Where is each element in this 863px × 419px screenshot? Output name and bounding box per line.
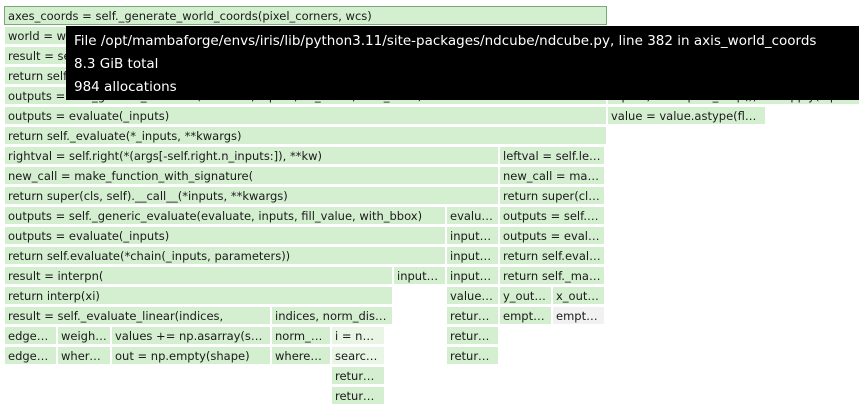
flame-frame[interactable]: new_call = make_function_with_signature( <box>4 166 499 185</box>
flame-frame[interactable]: leftval = self.left(*args[:self.left.n_i… <box>499 146 605 165</box>
flame-frame[interactable]: return _wrapfunc(a, 'searchsorted', v, s… <box>331 366 385 385</box>
flame-frame[interactable]: outputs = self._generic_evaluate(evaluat… <box>499 206 605 225</box>
flame-frame[interactable]: evaluate(_inputs) <box>446 206 499 225</box>
flame-frame[interactable]: value = value.astype(float) <box>607 106 766 125</box>
flame-frame[interactable]: indices, norm_distances = self._find_ind… <box>271 306 393 325</box>
flame-frame[interactable]: return self._make_function_call(x, y) <box>499 266 605 285</box>
flame-frame[interactable]: weights = np.ones_like(xi[:, 0]) <box>57 326 111 345</box>
flame-frame[interactable]: result = interpn( <box>4 266 393 285</box>
flame-frame[interactable]: return super(cls, self).__call__(*inputs… <box>4 186 499 205</box>
flame-frame[interactable]: return self.evaluate(*chain(_inputs, par… <box>499 246 605 265</box>
flame-frame[interactable]: empty_like(y) <box>552 306 605 325</box>
flame-frame[interactable]: result = self._evaluate_linear(indices, <box>4 306 271 325</box>
flame-frame[interactable]: return _wrapfunc(a, 'searchsorted', v) <box>446 346 499 365</box>
flame-frame[interactable]: new_call = make_function_with_signature( <box>499 166 605 185</box>
flame-frame[interactable]: norm_distances.append((x - grid[i]) / (g… <box>271 326 331 345</box>
flame-frame[interactable]: inputs = np.asanyarray(inputs) <box>393 266 446 285</box>
tooltip-allocations: 984 allocations <box>74 79 177 95</box>
frame-tooltip: File /opt/mambaforge/envs/iris/lib/pytho… <box>66 26 859 100</box>
flame-frame[interactable]: return self._evaluate(*_inputs, **kwargs… <box>4 126 607 145</box>
flame-frame[interactable]: return super(cls, self).__call__(*inputs… <box>499 186 605 205</box>
flame-frame[interactable]: return interp(xi) <box>4 286 393 305</box>
flame-frame[interactable]: return np.asanyarray(value) <box>446 306 499 325</box>
flame-frame[interactable]: return bound(*args, **kwds) <box>331 386 385 405</box>
flame-frame[interactable]: rightval = self.right(*(args[-self.right… <box>4 146 499 165</box>
flame-frame[interactable]: where_nans = np.isnan(x) <box>271 346 331 365</box>
flame-frame[interactable]: inputs, broadcasted = self._validate_inp… <box>446 266 499 285</box>
flame-frame[interactable]: outputs = self._generic_evaluate(evaluat… <box>4 206 446 225</box>
flame-frame[interactable]: i = np.searchsorted(grid, x) - 1 <box>331 326 385 345</box>
flame-frame[interactable]: inputs, format = self.prepare_inputs(*in… <box>446 246 499 265</box>
flame-frame[interactable]: outputs = evaluate(_inputs) <box>4 106 607 125</box>
flame-frame[interactable]: outputs = evaluate(_inputs) <box>499 226 605 245</box>
flame-frame[interactable]: y_out = np.empty(shape) <box>499 286 552 305</box>
flame-frame[interactable]: searchsorted(a, v) <box>331 346 385 365</box>
flame-frame[interactable]: outputs = evaluate(_inputs) <box>4 226 446 245</box>
flame-frame[interactable]: x_out = np.empty(shape) <box>552 286 605 305</box>
tooltip-location: File /opt/mambaforge/envs/iris/lib/pytho… <box>74 33 817 49</box>
flame-frame[interactable]: return self.evaluate(*chain(_inputs, par… <box>4 246 446 265</box>
flame-frame[interactable]: where_nans = np.isnan(xi) <box>57 346 111 365</box>
flame-frame[interactable]: out = np.empty(shape) <box>111 346 271 365</box>
flame-frame[interactable]: return np.asanyarray(value) <box>446 326 499 345</box>
flame-frame[interactable]: empty_like(x) <box>499 306 552 325</box>
flame-frame[interactable]: edges = list(edges) <box>4 346 57 365</box>
flame-frame[interactable]: inputs = [np.asanyarray(inp) for inp in … <box>446 226 499 245</box>
flame-frame[interactable]: edges = itertools.product(*((i, i + 1) f… <box>4 326 57 345</box>
flame-frame[interactable]: values += np.asarray(self.values[edge_in… <box>111 326 271 345</box>
tooltip-memory: 8.3 GiB total <box>74 56 159 72</box>
flame-frame[interactable]: value = np.asanyarray(value) <box>446 286 499 305</box>
flame-frame[interactable]: axes_coords = self._generate_world_coord… <box>4 6 607 25</box>
